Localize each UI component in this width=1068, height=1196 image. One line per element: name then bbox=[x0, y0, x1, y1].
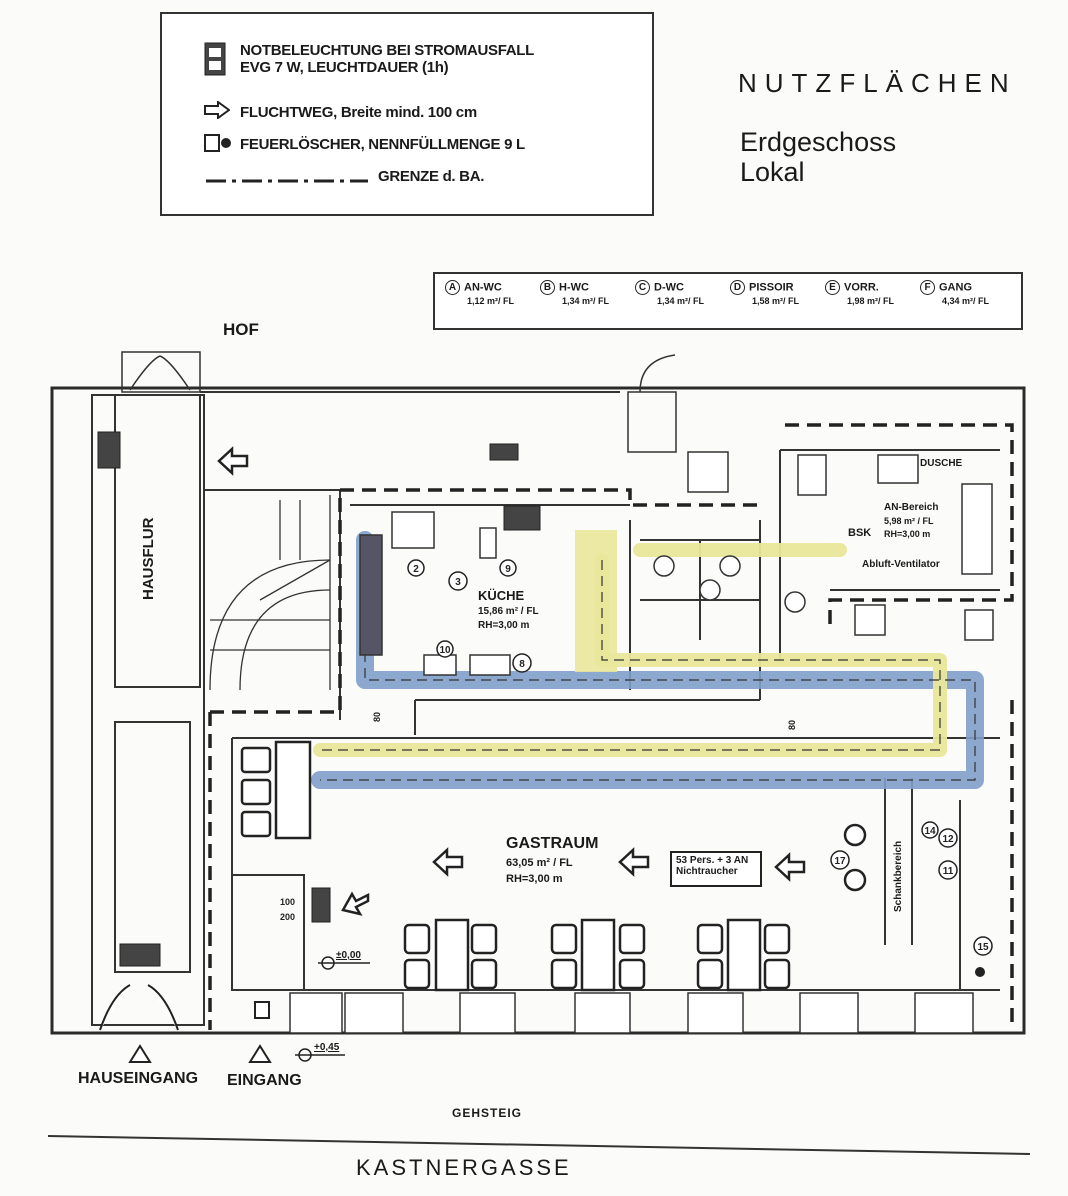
svg-text:2: 2 bbox=[413, 564, 419, 575]
page-title: NUTZFLÄCHEN bbox=[738, 68, 1017, 98]
duct-centerlines bbox=[320, 540, 976, 781]
legend-boundary: GRENZE d. BA. bbox=[206, 168, 484, 185]
boundary-dashed-line bbox=[208, 423, 1014, 1030]
emergency-light-icon bbox=[204, 42, 226, 80]
street-line bbox=[47, 1135, 1031, 1155]
legend-box: NOTBELEUCHTUNG BEI STROMAUSFALL EVG 7 W,… bbox=[160, 12, 654, 216]
equipment-number-circles bbox=[407, 559, 993, 956]
svg-text:100: 100 bbox=[280, 897, 295, 907]
gastraum-area: 63,05 m² / FL bbox=[506, 857, 573, 869]
boundary-line-icon bbox=[206, 172, 368, 189]
svg-text:14: 14 bbox=[924, 826, 936, 837]
street-windows bbox=[289, 992, 974, 1034]
fire-extinguisher-icons bbox=[254, 967, 985, 1019]
an-bereich-height: RH=3,00 m bbox=[884, 529, 931, 539]
street-name-label: KASTNERGASSE bbox=[356, 1155, 572, 1180]
legend-extinguisher: FEUERLÖSCHER, NENNFÜLLMENGE 9 L bbox=[204, 134, 525, 153]
gastraum-furniture bbox=[240, 740, 867, 992]
use-label: Lokal bbox=[740, 157, 805, 187]
hausflur-label: HAUSFLUR bbox=[140, 517, 157, 601]
gehsteig-label: GEHSTEIG bbox=[452, 1106, 523, 1120]
legend-emergency-light: NOTBELEUCHTUNG BEI STROMAUSFALL EVG 7 W,… bbox=[204, 42, 534, 76]
svg-text:200: 200 bbox=[280, 912, 295, 922]
hof-label: HOF bbox=[223, 320, 259, 339]
kueche-label: KÜCHE bbox=[478, 588, 525, 603]
svg-text:3: 3 bbox=[455, 577, 461, 588]
bsk-label: BSK bbox=[848, 527, 872, 539]
seats-box: 53 Pers. + 3 AN Nichtraucher bbox=[670, 851, 762, 887]
svg-text:17: 17 bbox=[834, 856, 846, 867]
escape-route-arrows bbox=[217, 446, 806, 916]
level-markers bbox=[295, 956, 370, 1062]
door-size-tags: 100 200 80 80 bbox=[280, 712, 797, 922]
street-level-label: +0,45 bbox=[314, 1042, 340, 1053]
an-bereich-area: 5,98 m² / FL bbox=[884, 516, 934, 526]
escape-arrow-icon bbox=[204, 100, 231, 123]
svg-text:80: 80 bbox=[372, 712, 382, 722]
svg-text:10: 10 bbox=[439, 645, 451, 656]
courtyard-door bbox=[121, 351, 677, 453]
kueche-area: 15,86 m² / FL bbox=[478, 606, 539, 617]
hauseingang-label: HAUSEINGANG bbox=[78, 1070, 199, 1087]
staircase bbox=[209, 495, 331, 691]
dusche-label: DUSCHE bbox=[920, 458, 963, 469]
entrance-markers bbox=[99, 984, 272, 1063]
svg-text:8: 8 bbox=[519, 659, 525, 670]
ground-level-label: ±0,00 bbox=[336, 950, 361, 961]
gastraum-label: GASTRAUM bbox=[506, 835, 599, 852]
svg-text:15: 15 bbox=[977, 942, 989, 953]
svg-text:12: 12 bbox=[942, 834, 954, 845]
eingang-label: EINGANG bbox=[227, 1072, 302, 1089]
gastraum-height: RH=3,00 m bbox=[506, 873, 563, 885]
emergency-light-icons bbox=[97, 431, 541, 967]
kitchen-fixtures bbox=[359, 511, 511, 676]
svg-text:11: 11 bbox=[943, 866, 954, 877]
wc-fixtures bbox=[653, 451, 994, 641]
legend-escape-route: FLUCHTWEG, Breite mind. 100 cm bbox=[204, 100, 477, 121]
abluft-label: Abluft-Ventilator bbox=[862, 559, 940, 570]
duct-shaft bbox=[575, 530, 617, 672]
outer-walls bbox=[50, 386, 1026, 1035]
fire-extinguisher-icon bbox=[204, 134, 232, 156]
floor-label: Erdgeschoss bbox=[740, 127, 897, 157]
schankbereich-label: Schankbereich bbox=[893, 840, 904, 912]
kueche-height: RH=3,00 m bbox=[478, 620, 530, 631]
svg-text:80: 80 bbox=[787, 720, 797, 730]
svg-text:9: 9 bbox=[505, 564, 511, 575]
inner-walls bbox=[91, 391, 1000, 1026]
an-bereich-label: AN-Bereich bbox=[884, 502, 939, 513]
equipment-numbers: 2 3 8 9 10 11 12 14 15 17 bbox=[413, 564, 989, 953]
